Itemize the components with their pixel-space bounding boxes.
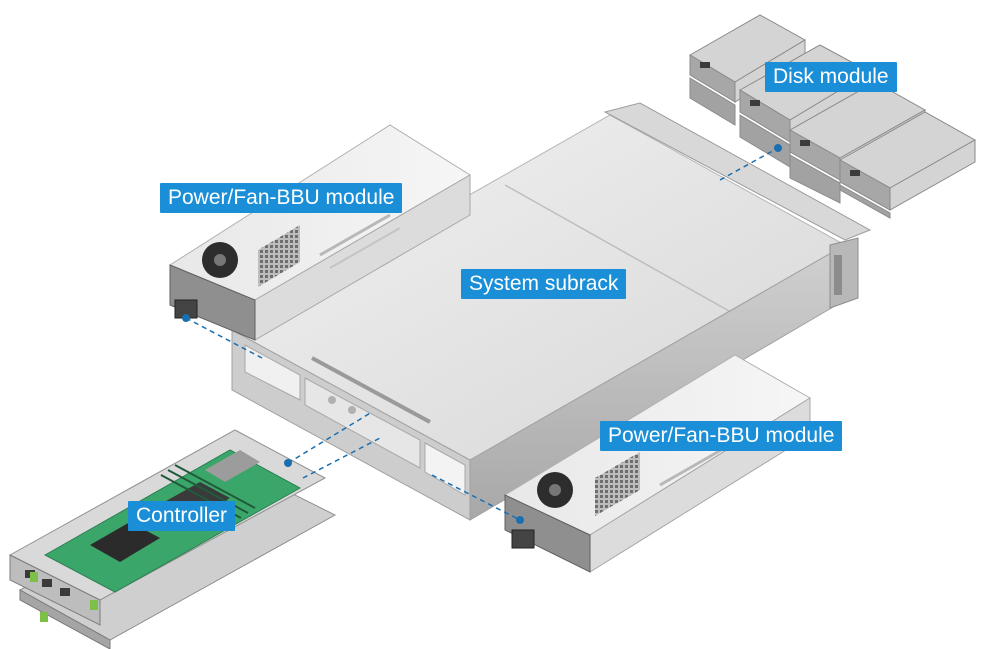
power-fan-bbu-top-label: Power/Fan-BBU module: [160, 183, 403, 213]
power-fan-bbu-bottom-label: Power/Fan-BBU module: [600, 421, 843, 451]
disk-module-label: Disk module: [765, 62, 897, 92]
leader-lines: [185, 147, 779, 521]
leader-dots: [182, 144, 782, 524]
controller-label: Controller: [128, 501, 236, 531]
system-subrack-label: System subrack: [461, 269, 627, 299]
